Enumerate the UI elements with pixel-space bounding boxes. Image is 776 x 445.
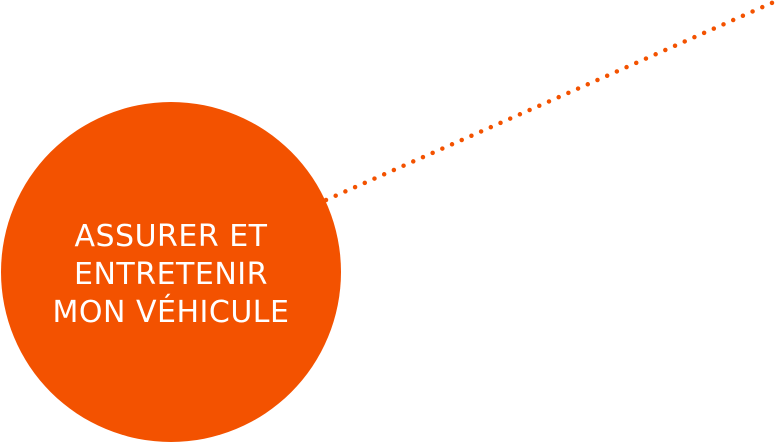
topic-label: ASSURER ET ENTRETENIR MON VÉHICULE [53, 212, 290, 332]
topic-label-line-3: MON VÉHICULE [52, 295, 290, 330]
topic-label-line-1: ASSURER ET [74, 219, 268, 254]
topic-label-line-2: ENTRETENIR [74, 257, 268, 292]
topic-circle-badge: ASSURER ET ENTRETENIR MON VÉHICULE [1, 102, 341, 442]
